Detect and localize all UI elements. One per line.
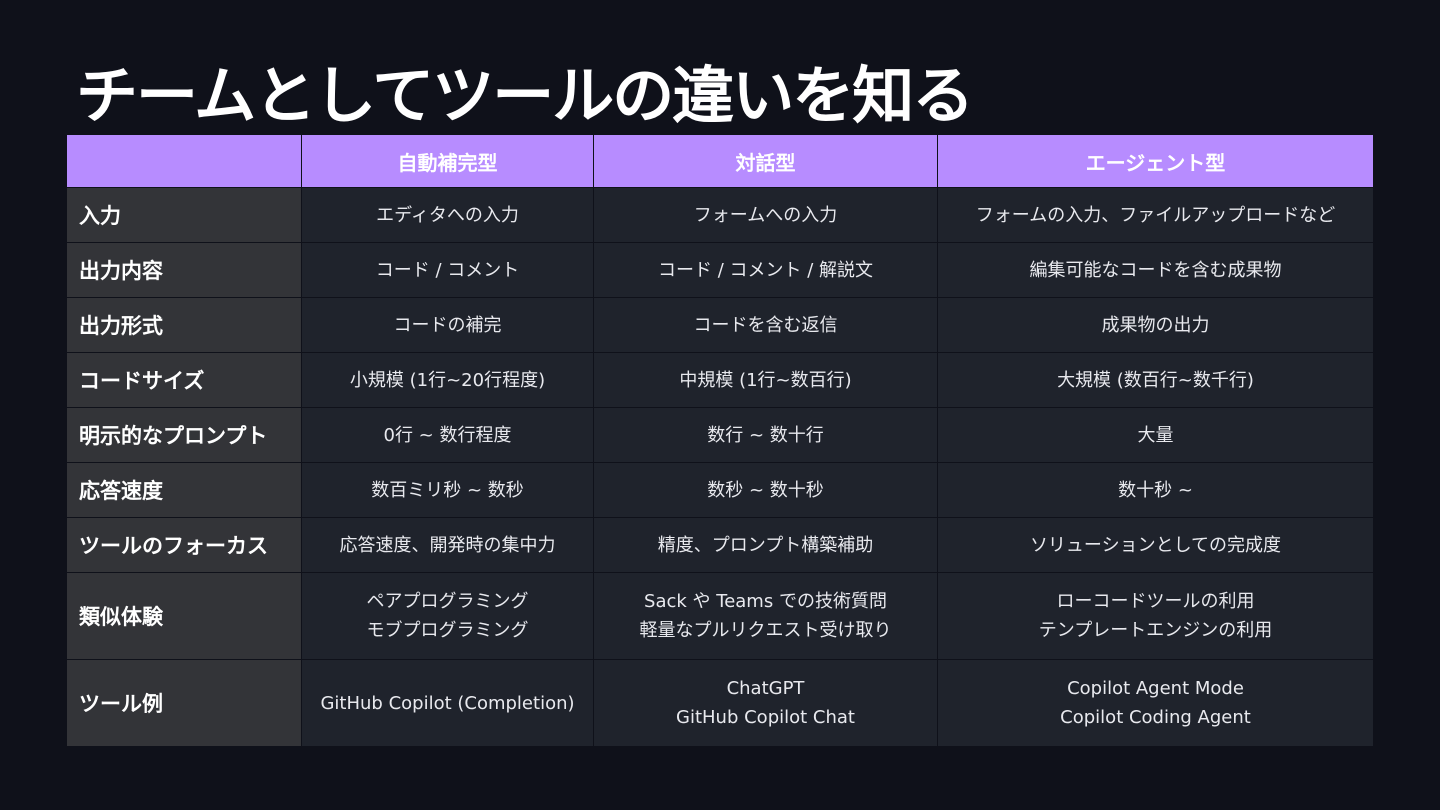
table-cell-autocomplete: 0行 ~ 数行程度: [301, 407, 594, 463]
cell-text-line: Copilot Agent Mode: [1067, 678, 1244, 699]
table-cell-chat: 数行 ~ 数十行: [593, 407, 938, 463]
cell-text-line: GitHub Copilot Chat: [676, 707, 855, 728]
table-cell-chat: 数秒 ~ 数十秒: [593, 462, 938, 518]
row-label: 明示的なプロンプト: [66, 407, 302, 463]
row-label: 入力: [66, 187, 302, 243]
row-label: 出力内容: [66, 242, 302, 298]
table-body: 入力 エディタへの入力 フォームへの入力 フォームの入力、ファイルアップロードなど出力…: [66, 187, 1374, 747]
table-cell-chat: 中規模 (1行~数百行): [593, 352, 938, 408]
table-cell-agent: 大量: [937, 407, 1374, 463]
table-cell-autocomplete: GitHub Copilot (Completion): [301, 659, 594, 747]
row-label: 出力形式: [66, 297, 302, 353]
cell-text-line: 0行 ~ 数行程度: [383, 424, 512, 446]
row-label: 応答速度: [66, 462, 302, 518]
cell-text-line: 中規模 (1行~数百行): [679, 369, 852, 391]
table-row: ツール例 GitHub Copilot (Completion) ChatGPT Gi…: [66, 659, 1374, 747]
cell-text-line: フォームの入力、ファイルアップロードなど: [975, 204, 1336, 226]
table-cell-agent: ソリューションとしての完成度: [937, 517, 1374, 573]
comparison-table: 自動補完型 対話型 エージェント型 入力 エディタへの入力 フォームへの入力 フォーム…: [66, 134, 1374, 747]
cell-text-line: 成果物の出力: [1101, 314, 1210, 336]
cell-text-line: コード / コメント / 解説文: [657, 259, 873, 281]
row-label: コードサイズ: [66, 352, 302, 408]
cell-text-line: コードを含む返信: [693, 314, 838, 336]
cell-text-line: 数秒 ~ 数十秒: [707, 479, 824, 501]
table-cell-chat: コード / コメント / 解説文: [593, 242, 938, 298]
slide-title: チームとしてツールの違いを知る: [76, 59, 974, 132]
table-cell-chat: Sack や Teams での技術質問軽量なプルリクエスト受け取り: [593, 572, 938, 660]
table-row: 応答速度 数百ミリ秒 ~ 数秒 数秒 ~ 数十秒 数十秒 ~: [66, 462, 1374, 518]
table-cell-autocomplete: ペアプログラミングモブプログラミング: [301, 572, 594, 660]
cell-text-line: Sack や Teams での技術質問: [644, 591, 887, 612]
cell-text-line: ChatGPT: [726, 678, 805, 699]
table-cell-agent: ローコードツールの利用テンプレートエンジンの利用: [937, 572, 1374, 660]
cell-text-line: モブプログラミング: [366, 620, 529, 641]
cell-text-line: 数十秒 ~: [1118, 479, 1193, 501]
table-row: コードサイズ 小規模 (1行~20行程度) 中規模 (1行~数百行) 大規模 (数百行…: [66, 352, 1374, 408]
cell-text-line: 大規模 (数百行~数千行): [1057, 369, 1254, 391]
table-cell-agent: 成果物の出力: [937, 297, 1374, 353]
row-label: ツール例: [66, 659, 302, 747]
table-cell-agent: 大規模 (数百行~数千行): [937, 352, 1374, 408]
table-row: 出力形式 コードの補完 コードを含む返信 成果物の出力: [66, 297, 1374, 353]
table-cell-autocomplete: コードの補完: [301, 297, 594, 353]
cell-text-line: 編集可能なコードを含む成果物: [1029, 259, 1282, 281]
table-row: ツールのフォーカス 応答速度、開発時の集中力 精度、プロンプト構築補助 ソリューション…: [66, 517, 1374, 573]
cell-text-line: テンプレートエンジンの利用: [1038, 620, 1273, 641]
cell-text-line: 精度、プロンプト構築補助: [657, 534, 874, 556]
table-cell-agent: 編集可能なコードを含む成果物: [937, 242, 1374, 298]
cell-text-line: 小規模 (1行~20行程度): [349, 369, 546, 391]
cell-text-line: 軽量なプルリクエスト受け取り: [639, 620, 892, 641]
cell-text-line: 応答速度、開発時の集中力: [339, 534, 556, 556]
cell-text-line: コードの補完: [393, 314, 502, 336]
cell-text-line: フォームへの入力: [693, 204, 838, 226]
table-cell-autocomplete: コード / コメント: [301, 242, 594, 298]
table-cell-agent: フォームの入力、ファイルアップロードなど: [937, 187, 1374, 243]
table-cell-autocomplete: 応答速度、開発時の集中力: [301, 517, 594, 573]
table-cell-chat: ChatGPT GitHub Copilot Chat: [593, 659, 938, 747]
cell-text-line: ソリューションとしての完成度: [1029, 534, 1282, 556]
table-cell-chat: 精度、プロンプト構築補助: [593, 517, 938, 573]
cell-text-line: 数行 ~ 数十行: [707, 424, 824, 446]
header-row: 自動補完型 対話型 エージェント型: [66, 134, 1374, 188]
row-label: 類似体験: [66, 572, 302, 660]
table-cell-chat: コードを含む返信: [593, 297, 938, 353]
cell-text-line: Copilot Coding Agent: [1060, 707, 1251, 728]
column-header-chat: 対話型: [593, 134, 938, 188]
cell-text-line: エディタへの入力: [376, 204, 519, 226]
table-cell-chat: フォームへの入力: [593, 187, 938, 243]
cell-text-line: ペアプログラミング: [366, 591, 529, 612]
cell-text-line: コード / コメント: [375, 259, 520, 281]
header-corner-cell: [66, 134, 302, 188]
cell-text-line: ローコードツールの利用: [1056, 591, 1255, 612]
row-label: ツールのフォーカス: [66, 517, 302, 573]
table-row: 明示的なプロンプト 0行 ~ 数行程度 数行 ~ 数十行 大量: [66, 407, 1374, 463]
cell-text-line: GitHub Copilot (Completion): [320, 692, 575, 714]
table-cell-autocomplete: エディタへの入力: [301, 187, 594, 243]
cell-text-line: 大量: [1137, 424, 1174, 446]
table-cell-autocomplete: 小規模 (1行~20行程度): [301, 352, 594, 408]
table-row: 出力内容 コード / コメント コード / コメント / 解説文 編集可能なコードを含…: [66, 242, 1374, 298]
table-row: 入力 エディタへの入力 フォームへの入力 フォームの入力、ファイルアップロードなど: [66, 187, 1374, 243]
column-header-autocomplete: 自動補完型: [301, 134, 594, 188]
table-cell-agent: 数十秒 ~: [937, 462, 1374, 518]
table-cell-autocomplete: 数百ミリ秒 ~ 数秒: [301, 462, 594, 518]
column-header-agent: エージェント型: [937, 134, 1374, 188]
cell-text-line: 数百ミリ秒 ~ 数秒: [371, 479, 524, 501]
